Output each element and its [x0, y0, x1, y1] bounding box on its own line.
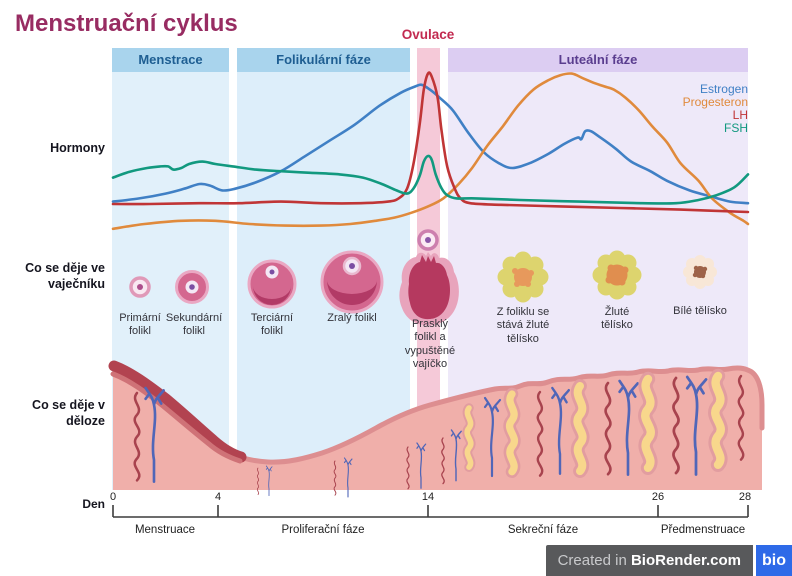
day-tick-0: 0 [109, 491, 117, 503]
bottom-phase-premenstrual: Předmenstruace [660, 524, 746, 536]
legend-estrogen: Estrogen [699, 82, 748, 96]
row-label-hormones: Hormony [50, 141, 105, 155]
biorender-brand: BioRender.com [630, 552, 741, 569]
legend-progesteron: Progesteron [682, 95, 748, 109]
page-title: Menstruační cyklus [15, 10, 238, 37]
day-tick-28: 28 [738, 491, 752, 503]
bottom-phase-secretory: Sekreční fáze [507, 524, 579, 536]
row-label-uterus: Co se děje v děloze [32, 398, 105, 428]
biorender-credit-text: Created in BioRender.com [545, 545, 753, 576]
axis-label-day: Den [82, 497, 105, 511]
label-corpus-luteum: Žluté tělísko [601, 306, 633, 332]
day-axis-bracket [112, 505, 749, 518]
label-tertiary-follicle: Terciární folikl [250, 312, 294, 338]
band-ovulation-strip [417, 48, 440, 490]
day-tick-4: 4 [214, 491, 222, 503]
band-follicular [237, 48, 410, 490]
band-luteal [448, 48, 748, 490]
phase-header-luteal: Luteální fáze [448, 48, 748, 72]
phase-header-menstruation: Menstrace [112, 48, 229, 72]
legend-fsh: FSH [724, 121, 748, 135]
label-corpus-albicans: Bílé tělísko [673, 305, 727, 317]
row-label-ovary: Co se děje ve vaječníku [25, 261, 105, 291]
day-tick-14: 14 [421, 491, 435, 503]
day-tick-26: 26 [651, 491, 665, 503]
legend-lh: LH [732, 108, 748, 122]
phase-header-ovulation: Ovulace [401, 27, 455, 42]
bottom-phase-proliferative: Proliferační fáze [281, 524, 365, 536]
phase-header-follicular: Folikulární fáze [237, 48, 410, 72]
biorender-badge[interactable]: Created in BioRender.com bio [545, 545, 792, 576]
label-corpus-luteum-forming: Z foliklu se stává žluté tělísko [496, 306, 550, 345]
label-primary-follicle: Primární folikl [119, 312, 161, 338]
biorender-logo-icon: bio [756, 545, 792, 576]
label-ruptured-follicle: Prasklý folikl a vypuštěné vajíčko [404, 318, 456, 371]
band-menstruation [112, 48, 229, 490]
label-mature-follicle: Zralý folikl [327, 312, 377, 324]
label-secondary-follicle: Sekundární folikl [165, 312, 223, 338]
bottom-phase-menstruation: Menstruace [134, 524, 196, 536]
